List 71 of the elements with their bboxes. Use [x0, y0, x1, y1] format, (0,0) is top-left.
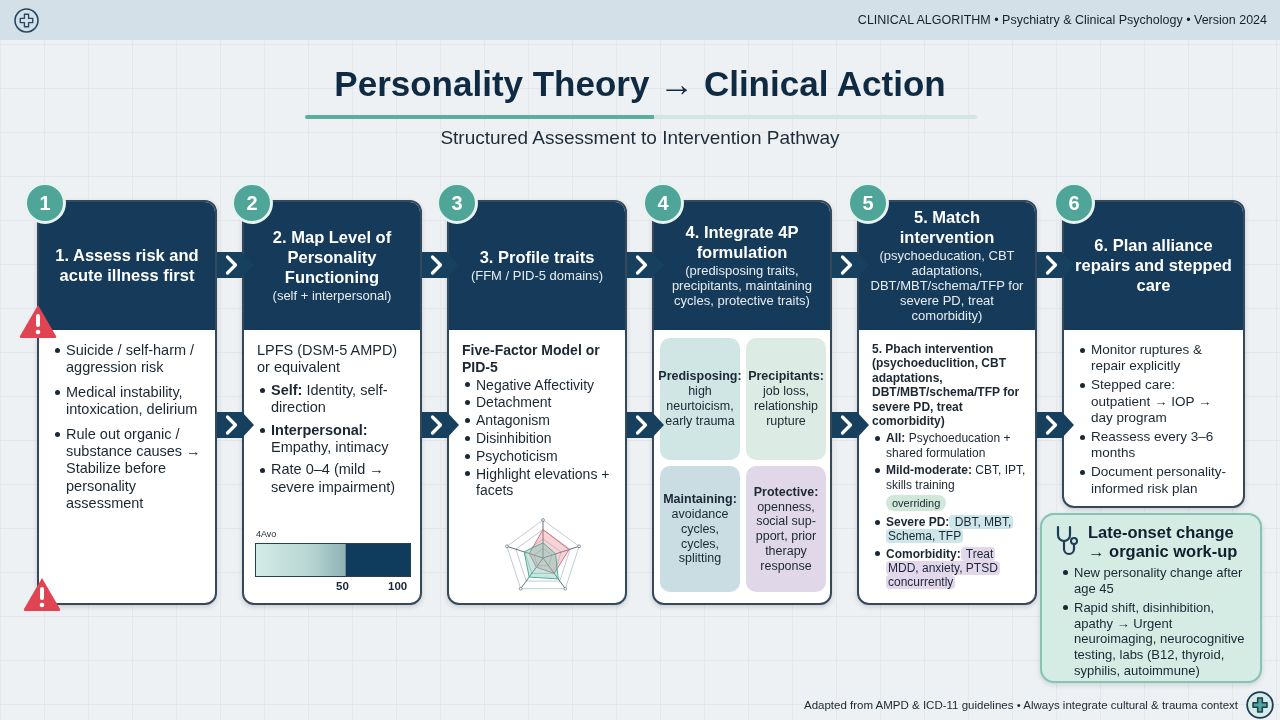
chevron-arrow [832, 412, 869, 438]
chevron-arrow [422, 412, 459, 438]
bullet-item: Document personality-informed risk plan [1077, 464, 1235, 497]
chevron-arrow [1037, 412, 1074, 438]
step-subheading: (self + interpersonal) [272, 288, 392, 304]
scale-label: 4Avo [256, 529, 277, 539]
header-text: CLINICAL ALGORITHM • Psychiatry & Clinical Psychology • Version 2024 [857, 13, 1267, 27]
bullet-item: Medical instability, intoxication, delirium [52, 383, 207, 419]
chevron-arrow [217, 412, 254, 438]
panel-text: openness, social sup- pport, prior therapy response [754, 499, 818, 574]
formulation-panel [746, 338, 826, 460]
panel-text: high neurtoicism, early trauma [664, 384, 736, 429]
panel-heading: Predisposing: [658, 369, 742, 385]
chevron-arrow [217, 252, 254, 278]
step-heading: 1. Assess risk and acute illness first [54, 246, 200, 286]
body-heading: Five-Factor Model or PID-5 [462, 342, 601, 376]
step-number-circle: 4 [642, 182, 684, 224]
bullet-item: Interpersonal: Empathy, intimacy [257, 421, 412, 457]
bullet-item: All: Psychoeducation + shared formulation [872, 431, 1027, 461]
bullet-item: Disinhibition [462, 430, 552, 447]
panel-text: avoidance cycles, cycles, splitting [670, 507, 730, 566]
footer-note: Adapted from AMPD & ICD-11 guidelines • Always integrate cultural & trauma context [804, 699, 1238, 711]
highlight-tag: overriding [886, 494, 947, 511]
chevron-arrow [627, 252, 664, 278]
subtitle: Structured Assessment to Intervention Pathway [440, 127, 840, 149]
bullet-item: Mild-moderate: CBT, IPT, skills training [872, 463, 1027, 492]
formulation-panel [660, 338, 740, 460]
body-text: LPFS (DSM-5 AMPD) or equivalent [257, 342, 399, 377]
bullet-item: Stepped care: outpatient → IOP → day program [1077, 377, 1235, 426]
step-heading: 4. Integrate 4P formulation [684, 223, 800, 263]
step-number-circle: 5 [847, 182, 889, 224]
chevron-arrow [1037, 252, 1074, 278]
bullet-item: Psychoticism [462, 447, 558, 465]
formulation-panel [660, 466, 740, 592]
bullet-item: New personality change after age 45 [1060, 564, 1252, 597]
step-number-circle: 3 [436, 182, 478, 224]
chevron-arrow [422, 252, 459, 278]
step-number-circle: 1 [24, 182, 66, 224]
bullet-item: Rate 0–4 (mild → severe impairment) [257, 461, 412, 497]
body-heading: 5. Pbach intervention (psychoeduclition, CBT adaptations, DBT/MBT/schema/TFP for severe PD, treat comorbidity) [872, 342, 1021, 429]
bullet-item: Rule out organic / substance causes → Stabilize before personality assessment [52, 425, 207, 513]
formulation-panel [746, 466, 826, 592]
step-subheading: (predisposing traits, precipitants, maintaining cycles, protective traits) [670, 263, 814, 309]
panel-text: job loss, relationship rupture [753, 384, 819, 429]
panel-heading: Precipitants: [748, 369, 824, 385]
bullet-item: Monitor ruptures & repair explicitly [1077, 342, 1235, 375]
step-heading: 2. Map Level of Personality Functioning [271, 228, 393, 288]
bullet-item: Negative Affectivity [462, 376, 595, 394]
step-number-circle: 2 [231, 182, 273, 224]
step-subheading: (psychoeducation, CBT adaptations, DBT/MBT/schema/TFP for severe PD, treat comorbidity) [869, 248, 1025, 324]
step-subheading: (FFM / PID-5 domains) [470, 268, 604, 284]
bullet-item: Highlight elevations + facets [462, 465, 617, 500]
bullet-item: Self: Identity, self-direction [257, 381, 412, 417]
chevron-arrow [832, 252, 869, 278]
bullet-item: Rapid shift, disinhibition, apathy → Urgent neuroimaging, neurocognitive testing, labs (B12, thyroid, syphilis, autoimmune) [1060, 600, 1252, 679]
alert-panel [1040, 513, 1262, 683]
bullet-item: Suicide / self-harm / aggression risk [52, 342, 207, 377]
tick-label: 100 [388, 580, 408, 592]
step-heading: 6. Plan alliance repairs and stepped care [1074, 236, 1233, 296]
title: Personality Theory → Clinical Action [334, 64, 946, 104]
tick-label: 50 [336, 580, 349, 592]
bullet-item: Reassess every 3–6 months [1077, 428, 1235, 462]
panel-heading: Maintaining: [663, 492, 737, 507]
step-heading: 3. Profile traits [479, 248, 595, 268]
chevron-arrow [627, 412, 664, 438]
bullet-item: Detachment [462, 394, 552, 412]
panel-heading: Protective: [753, 484, 819, 500]
step-number-circle: 6 [1053, 182, 1095, 224]
bullet-item: Antagonism [462, 412, 550, 429]
step-heading: 5. Match intervention [898, 208, 996, 248]
panel-heading: Late-onset change → organic work-up [1088, 523, 1239, 561]
